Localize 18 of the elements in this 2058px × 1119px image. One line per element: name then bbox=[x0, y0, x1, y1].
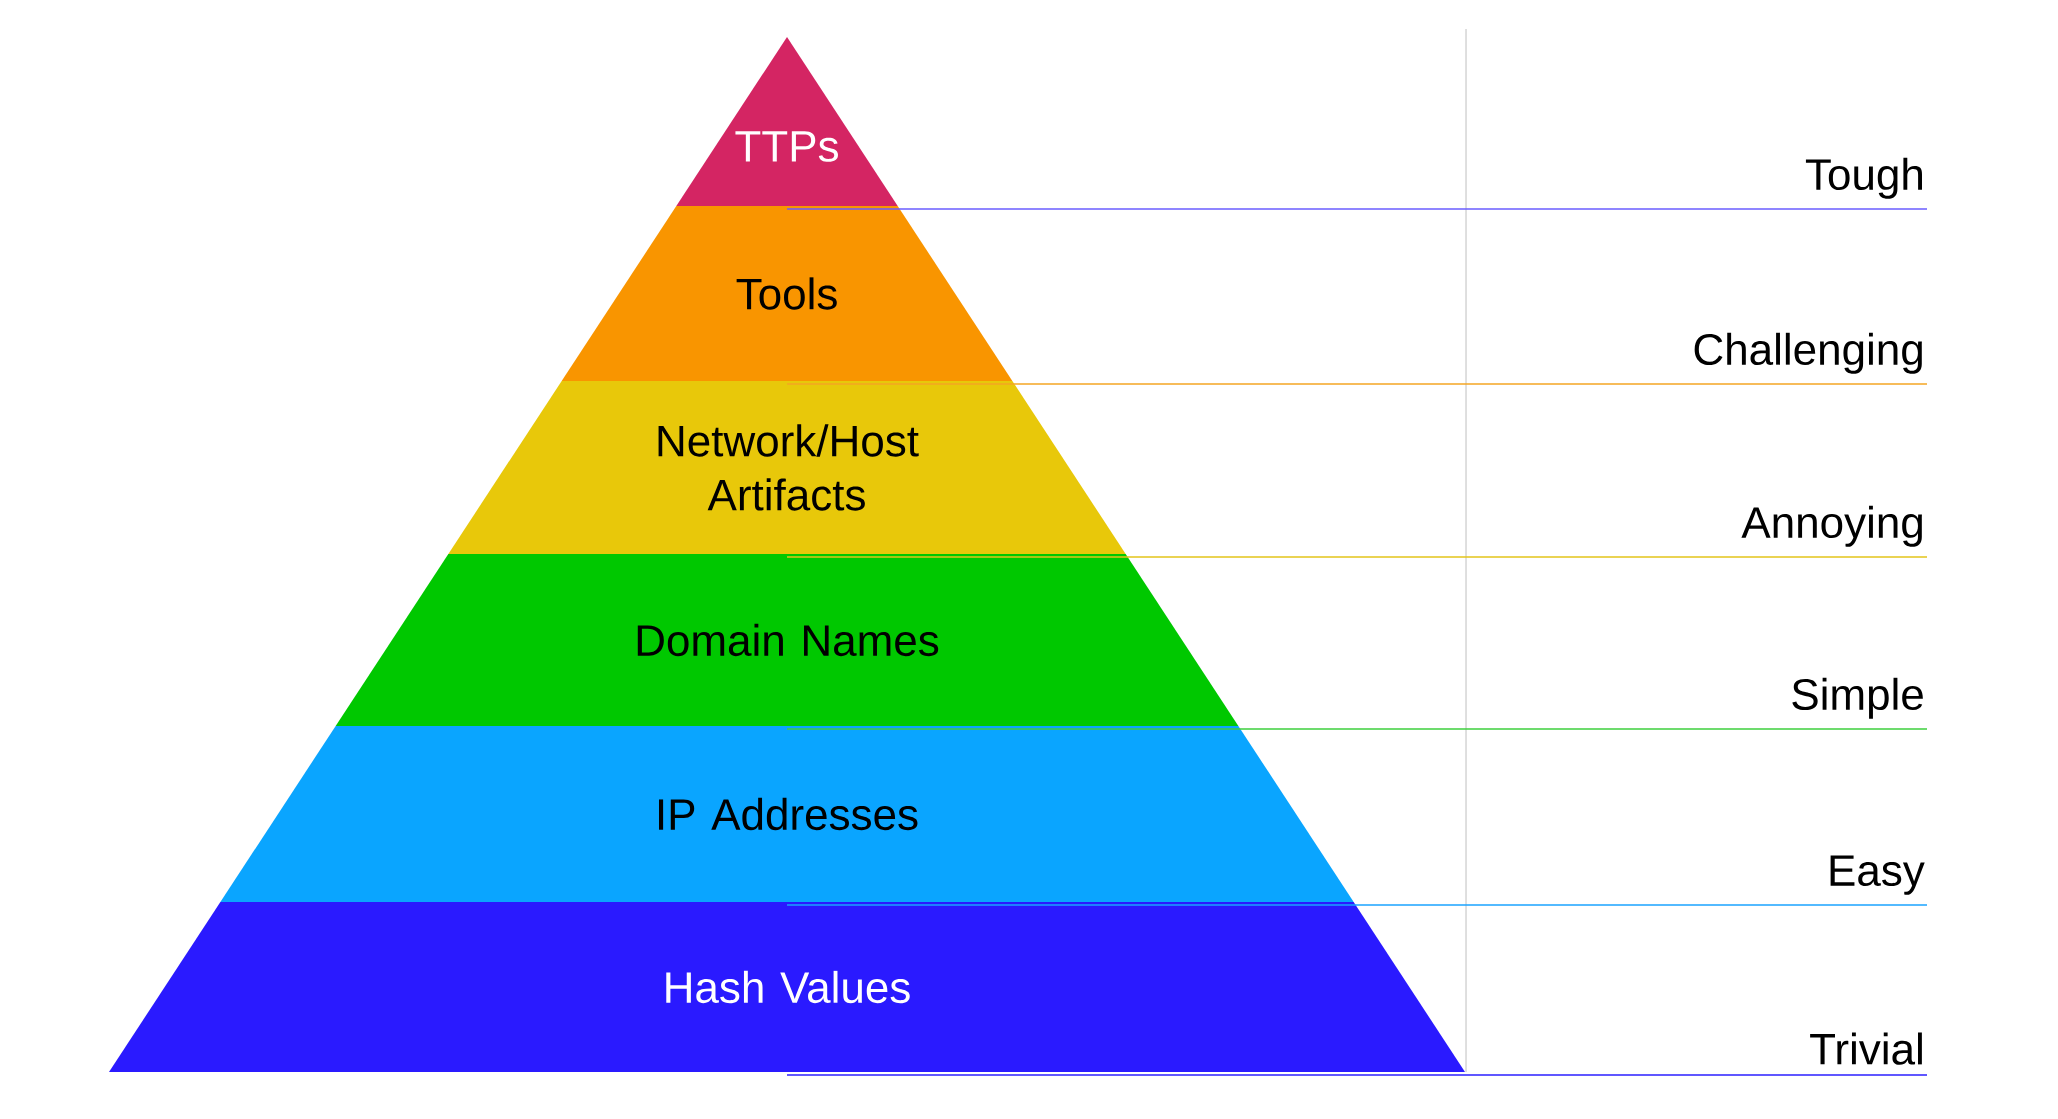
connector-line bbox=[786, 728, 1928, 730]
pyramid-level: Domain Names bbox=[335, 554, 1239, 726]
connector-line bbox=[786, 1074, 1928, 1076]
difficulty-label: Trivial bbox=[1810, 1032, 1922, 1065]
pyramid-level: IP Addresses bbox=[220, 726, 1354, 902]
difficulty-label: Tough bbox=[1805, 157, 1922, 199]
connector-line bbox=[786, 556, 1928, 558]
pyramid-level: Tools bbox=[561, 206, 1013, 381]
pyramid-level: Hash Values bbox=[109, 902, 1465, 1072]
pyramid-level: TTPs bbox=[676, 37, 898, 206]
difficulty-label: Annoying bbox=[1741, 505, 1922, 547]
connector-line bbox=[786, 383, 1928, 385]
difficulty-label: Simple bbox=[1792, 677, 1923, 719]
difficulty-label: Easy bbox=[1830, 855, 1925, 895]
connector-line bbox=[786, 904, 1928, 906]
pyramid-level: Network/Host Artifacts bbox=[448, 381, 1126, 554]
connector-line bbox=[786, 208, 1928, 210]
difficulty-label: Challenging bbox=[1694, 332, 1922, 374]
